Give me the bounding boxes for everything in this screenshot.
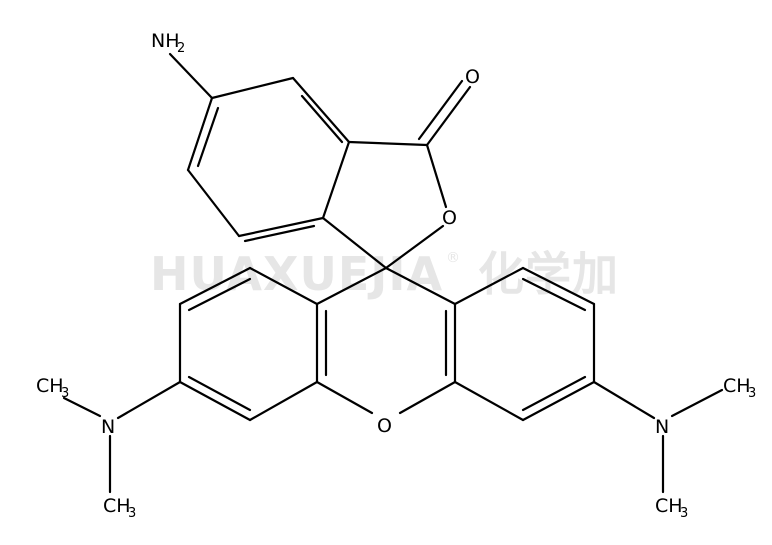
atom-labels: NH 2 O O O N N CH 3 CH 3 CH 3 CH 3 [36,30,756,521]
bond [425,85,472,147]
bond [210,76,295,100]
bond [453,266,525,306]
methyl-left-bottom-main: CH [103,495,131,517]
bond [291,76,351,144]
bond [453,380,525,422]
bond [670,388,724,418]
methyl-right-top-main: CH [723,375,751,397]
nh2-label: NH [151,30,180,52]
bond [187,375,252,412]
bond [300,94,344,144]
methyl-right-bottom-subscript: 3 [680,506,688,521]
bond [248,266,319,306]
methyl-left-bottom-subscript: 3 [128,506,136,521]
lactone-oxygen-label: O [442,207,457,229]
bond [315,380,374,415]
methyl-left-top-subscript: 3 [61,386,69,401]
bond [521,266,596,306]
left-nitrogen-label: N [101,416,115,438]
bond [384,266,457,306]
methyl-right-top-label: CH 3 [723,375,756,401]
bond [521,375,587,412]
bond [521,277,587,312]
bond [237,216,325,238]
bond [521,380,596,422]
bond [196,106,220,168]
methyl-right-bottom-main: CH [655,495,683,517]
right-nitrogen-label: N [655,416,669,438]
bond [398,380,457,415]
amino-group-label: NH 2 [151,30,185,56]
carbonyl-oxygen-label: O [465,66,480,88]
methyl-right-top-subscript: 3 [748,386,756,401]
methyl-left-top-main: CH [36,375,64,397]
bond [425,143,448,209]
bond [116,380,182,420]
bond [347,140,429,147]
methyl-left-top-label: CH 3 [36,375,69,401]
bond [321,216,388,270]
bond [187,277,252,312]
bond [186,96,214,172]
nh2-subscript: 2 [177,41,185,56]
bond [168,52,214,100]
bond [321,140,351,220]
bond-lines [62,52,724,494]
bond [62,396,102,418]
bond [592,380,656,420]
bond [384,224,445,270]
watermark-registered: ® [446,250,460,266]
bond [186,168,241,238]
methyl-left-bottom-label: CH 3 [103,495,136,521]
bond [248,380,319,422]
bond [243,224,316,243]
bond [178,380,252,422]
bond [417,79,464,141]
methyl-right-bottom-label: CH 3 [655,495,688,521]
bond [178,266,252,306]
bond [315,266,388,306]
xanthene-oxygen-label: O [377,415,392,437]
